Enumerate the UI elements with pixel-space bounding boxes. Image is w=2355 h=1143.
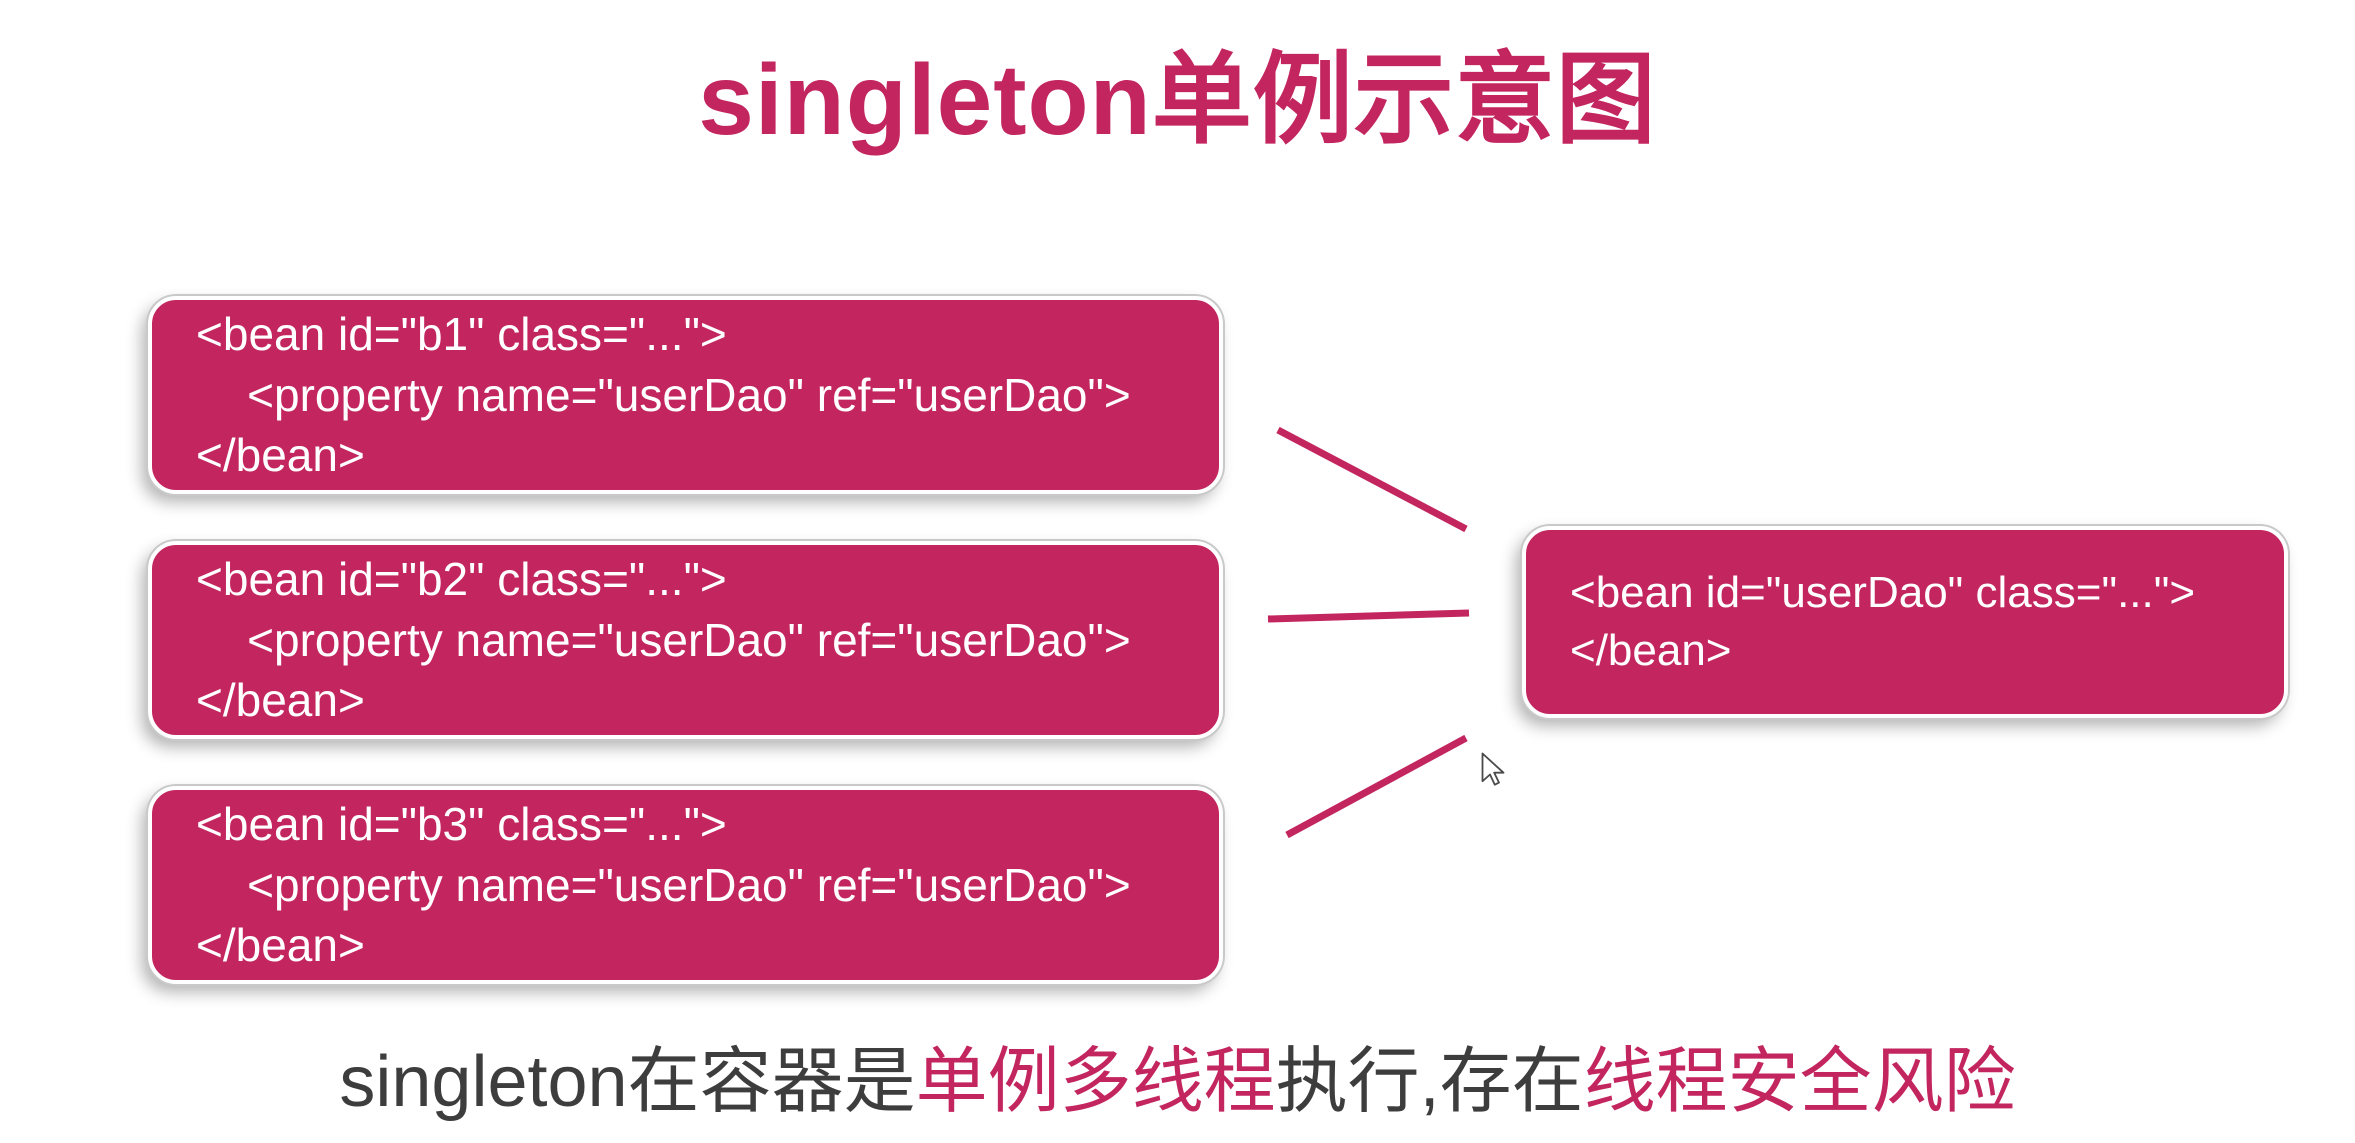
code-line: <bean id="b3" class="..."> <box>196 797 727 850</box>
code-line: <bean id="b2" class="..."> <box>196 552 727 605</box>
connector-line-b1 <box>1276 426 1468 533</box>
caption: singleton在容器是单例多线程执行,存在线程安全风险 <box>0 1022 2355 1127</box>
mouse-cursor-icon <box>1481 752 1505 786</box>
code-line: <bean id="b1" class="..."> <box>196 307 727 360</box>
caption-segment: 单例多线程 <box>915 1042 1276 1122</box>
connector-line-b3 <box>1285 734 1468 839</box>
caption-segment: singleton在容器是 <box>339 1042 916 1122</box>
code-line: <property name="userDao" ref="userDao"> <box>196 368 1131 421</box>
bean-box-b3: <bean id="b3" class="..."> <property nam… <box>148 786 1223 984</box>
bean-box-b2: <bean id="b2" class="..."> <property nam… <box>148 541 1223 739</box>
slide-title: singleton单例示意图 <box>698 44 1657 156</box>
code-line: </bean> <box>196 919 365 972</box>
caption-segment: 线程安全风险 <box>1583 1042 2016 1122</box>
code-line: </bean> <box>196 429 365 482</box>
connector-line-b2 <box>1267 609 1470 623</box>
bean-box-b1: <bean id="b1" class="..."> <property nam… <box>148 296 1223 494</box>
code-line: <property name="userDao" ref="userDao"> <box>196 858 1131 911</box>
bean-box-userdao: <bean id="userDao" class="..."> </bean> <box>1522 526 2288 718</box>
code-line: <property name="userDao" ref="userDao"> <box>196 613 1131 666</box>
code-line: </bean> <box>1570 626 1732 675</box>
caption-segment: 执行,存在 <box>1275 1042 1584 1122</box>
code-line: </bean> <box>196 674 365 727</box>
code-line: <bean id="userDao" class="..."> <box>1570 567 2196 617</box>
